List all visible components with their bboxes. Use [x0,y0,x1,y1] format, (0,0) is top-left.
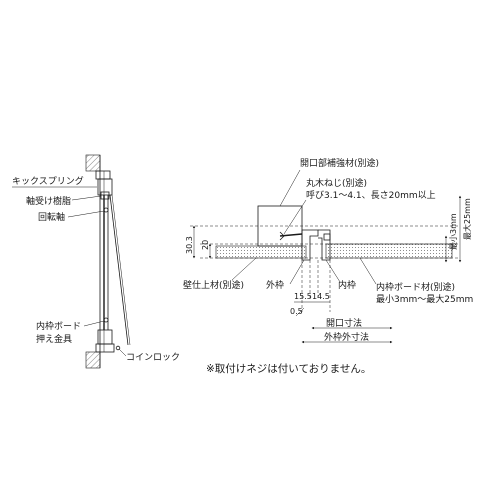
coin-lock-label: コインロック [126,352,180,363]
dim-20: 20 [201,240,210,250]
frame-bottom-inner [97,329,113,345]
min-3mm-label: 最小3mm [449,213,458,250]
frame-top [95,170,111,180]
screw-label-2: 呼び3.1～4.1、長さ20mm以上 [306,190,436,201]
inner-frame-label: 内枠 [338,279,356,291]
screw-label-1: 丸木ねじ(別途) [306,177,367,189]
frame-top-inner [97,178,113,196]
opening-dimension-label: 開口寸法 [326,317,362,329]
dim-15-5: 15.5 [294,292,312,301]
rotation-shaft-label: 回転軸 [38,211,65,223]
clamp-circle [103,317,109,323]
inner-board-label-1: 内枠ボード材(別途) [376,281,455,293]
max-25mm-label: 最大25mm [462,198,472,240]
kick-spring-label: キックスプリング [12,175,84,187]
side-view: キックスプリング 軸受け樹脂 回転軸 内枠ボード 押え金具 コインロック [12,154,180,369]
coin-lock-circle [115,345,121,351]
wall-finish-board [215,245,307,259]
bearing-resin-label: 軸受け樹脂 [26,195,71,207]
dim-14-5: 14.5 [312,292,330,301]
inner-board-label-2: 最小3mm～最大25mm [376,293,473,305]
outer-frame-dimension-label: 外枠外寸法 [324,331,369,343]
wall-bottom-hatch [85,351,101,369]
inner-board [325,243,453,259]
outer-frame-label: 外枠 [266,279,284,291]
wall-top-hatch [85,154,101,172]
dim-30-3: 30.3 [185,236,194,254]
footnote: ※取付けネジは付いておりません。 [206,362,371,375]
inner-frame-clip [323,233,331,241]
wall-finish-label: 壁仕上材(別途) [183,279,244,291]
inner-board-clamp-label-2: 押え金具 [36,333,72,345]
frame-bottom [95,343,115,353]
section-view: 30.3 20 最大25mm 最小3mm 開口部補強材(別途) 丸木ねじ(別途)… [183,157,473,344]
rotation-shaft-circle [103,207,109,213]
inner-board-clamp-label-1: 内枠ボード [36,320,81,332]
bearing-block [100,191,110,200]
dim-0-5: 0.5 [290,307,303,316]
opening-reinforcement-label: 開口部補強材(別途) [300,157,379,169]
